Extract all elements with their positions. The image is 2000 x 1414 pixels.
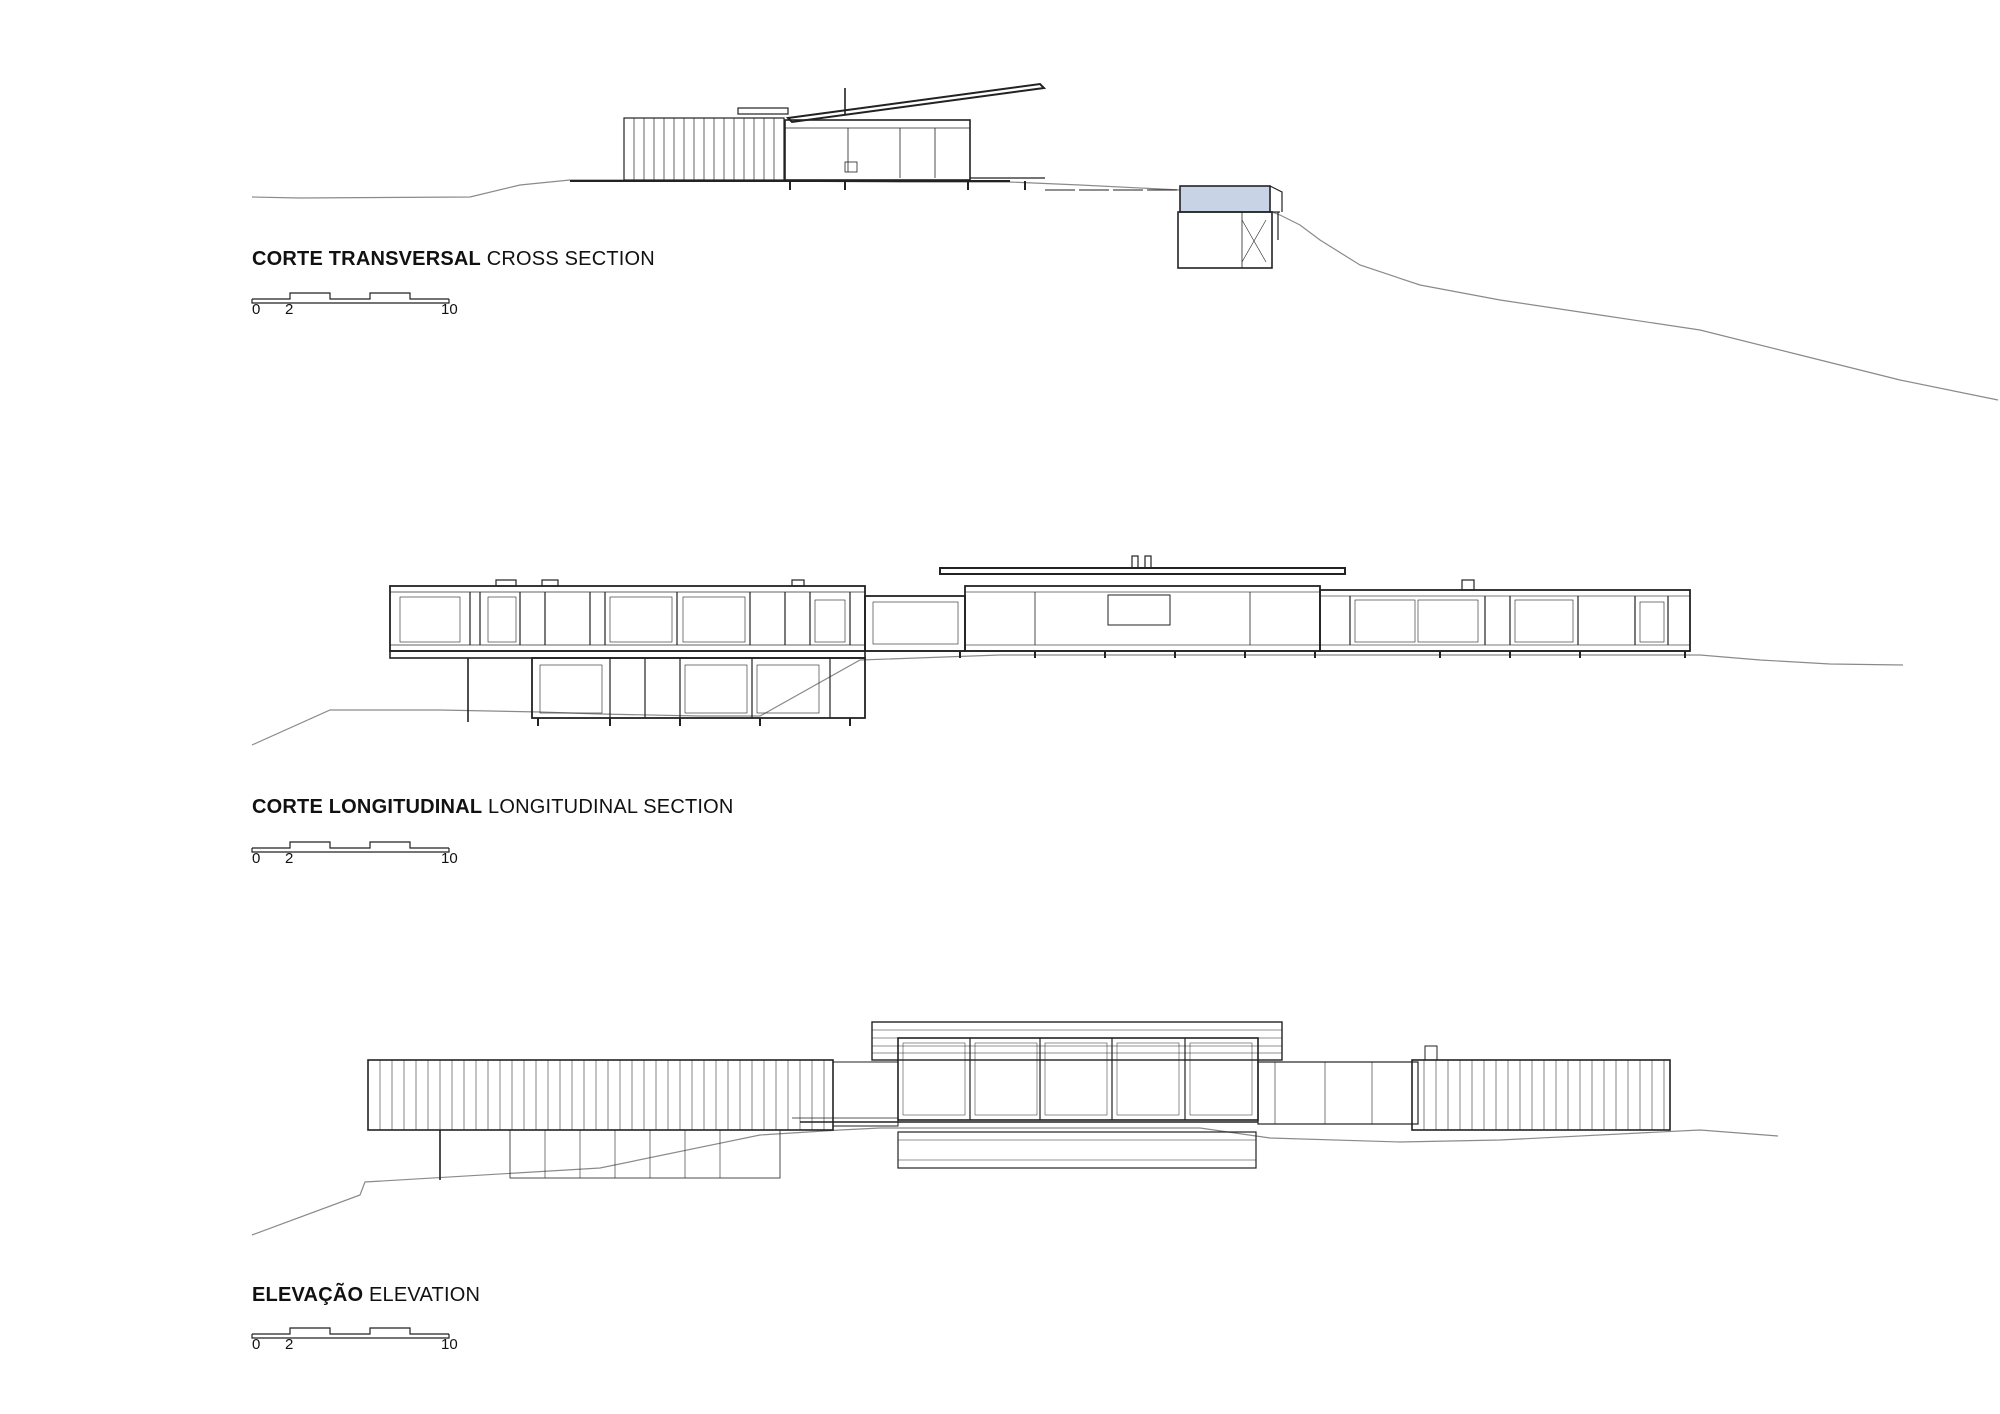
cross-pool — [1179, 185, 1271, 213]
scale-bar-elevation — [251, 1327, 450, 1339]
cross-flat-roof — [737, 107, 789, 115]
scale-bar-cross — [251, 292, 450, 304]
longitudinal-upper-left — [389, 585, 866, 652]
scale-label-10: 10 — [441, 301, 458, 318]
cross-sloped-roof — [785, 82, 1047, 124]
scale-bar-longitudinal — [251, 841, 450, 853]
scale-label-10: 10 — [441, 850, 458, 867]
longitudinal-section-title-pt: CORTE LONGITUDINAL — [252, 796, 483, 818]
elevation-left-slat-volume — [367, 1059, 834, 1131]
cross-section-title-pt: CORTE TRANSVERSAL — [252, 248, 481, 270]
cross-section-title: CORTE TRANSVERSAL CROSS SECTION — [252, 248, 655, 271]
scale-labels-cross: 0 2 10 — [247, 283, 467, 323]
elevation-title: ELEVAÇÃO ELEVATION — [252, 1284, 480, 1307]
elevation-central-glazing — [897, 1037, 1259, 1121]
longitudinal-section-title: CORTE LONGITUDINAL LONGITUDINAL SECTION — [252, 796, 734, 819]
elevation-title-pt: ELEVAÇÃO — [252, 1284, 364, 1306]
scale-label-0: 0 — [252, 301, 261, 318]
cross-terrain-line — [251, 179, 1999, 401]
elevation-central-roof — [871, 1021, 1283, 1061]
cross-main-room — [784, 119, 971, 181]
longitudinal-lower-level — [531, 657, 866, 719]
longitudinal-fireplace — [1107, 594, 1171, 626]
elevation-title-en: ELEVATION — [369, 1284, 481, 1306]
scale-label-2: 2 — [285, 1336, 294, 1353]
scale-label-2: 2 — [285, 301, 294, 318]
scale-labels-elevation: 0 2 10 — [247, 1318, 467, 1358]
cross-section-drawing — [251, 82, 1999, 401]
scale-label-0: 0 — [252, 1336, 261, 1353]
scale-label-2: 2 — [285, 850, 294, 867]
elevation-drawing — [251, 1021, 1779, 1236]
longitudinal-section-drawing — [251, 555, 1904, 746]
longitudinal-section-title-en: LONGITUDINAL SECTION — [488, 796, 734, 818]
cross-section-title-en: CROSS SECTION — [486, 248, 655, 270]
longitudinal-living-roof — [939, 567, 1346, 575]
scale-labels-longitudinal: 0 2 10 — [247, 832, 467, 872]
longitudinal-middle-block — [864, 595, 966, 652]
elevation-right-slat-volume — [1411, 1059, 1671, 1131]
cross-lower-room — [1177, 211, 1273, 269]
scale-label-10: 10 — [441, 1336, 458, 1353]
elevation-terrace-base — [897, 1131, 1257, 1169]
scale-label-0: 0 — [252, 850, 261, 867]
longitudinal-terrain-line — [251, 654, 1904, 746]
elevation-terrain-line — [251, 1127, 1779, 1236]
